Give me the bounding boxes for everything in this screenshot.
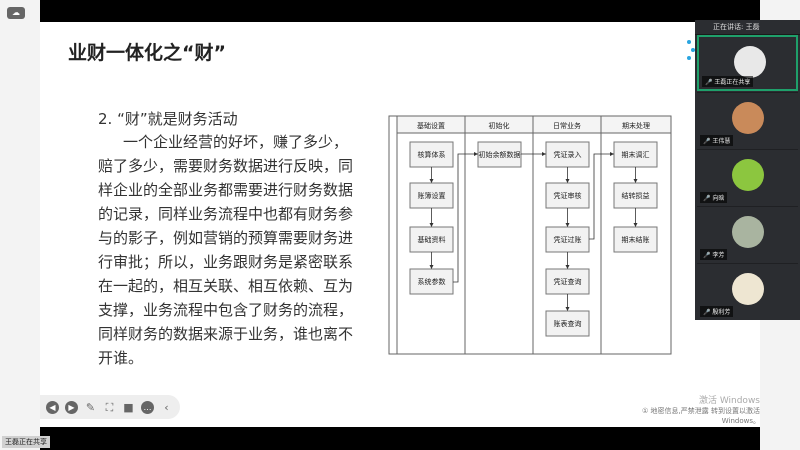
flow-arrow xyxy=(589,153,614,240)
process-box: 期末结账 xyxy=(613,226,658,253)
participant-name: 🎤 李芳 xyxy=(700,249,728,260)
process-label: 账簿设置 xyxy=(418,191,446,200)
participant-name: 🎤 王磊正在共享 xyxy=(702,76,754,87)
participant-name: 🎤 向晗 xyxy=(700,192,728,203)
process-box: 凭证审核 xyxy=(545,182,590,209)
paragraph-line: 的记录，同样业务流程中也都有财务参 xyxy=(98,205,354,223)
slide-subtitle: 2. “财”就是财务活动 xyxy=(98,110,238,128)
process-label: 期末结账 xyxy=(622,235,650,244)
paragraph-line: 赔了多少，需要财务数据进行反映，同 xyxy=(98,157,354,175)
lane-title: 期末处理 xyxy=(622,121,650,130)
process-box: 期末调汇 xyxy=(613,141,658,168)
right-gutter xyxy=(760,320,800,450)
watermark-note: ① 地密信息,严禁泄露 转到设置以激活 Windows。 xyxy=(642,407,760,425)
lane-title: 日常业务 xyxy=(553,121,581,130)
process-label: 结转损益 xyxy=(622,191,650,200)
focus-icon[interactable]: ⛶ xyxy=(105,400,114,414)
windows-watermark: 激活 Windows ① 地密信息,严禁泄露 转到设置以激活 Windows。 xyxy=(640,393,760,426)
process-box: 凭证录入 xyxy=(545,141,590,168)
process-box: 系统参数 xyxy=(409,268,454,295)
process-box: 凭证查询 xyxy=(545,268,590,295)
process-label: 系统参数 xyxy=(418,277,446,286)
process-box: 结转损益 xyxy=(613,182,658,209)
participant-tile[interactable]: 🎤 向晗 xyxy=(697,149,798,205)
participant-tile[interactable]: 🎤 王磊正在共享 xyxy=(697,35,798,91)
flow-arrow xyxy=(453,153,478,283)
paragraph-line: 开谁。 xyxy=(98,349,144,367)
process-label: 期末调汇 xyxy=(622,150,650,159)
process-box: 基础资料 xyxy=(409,226,454,253)
sharing-status: 王磊正在共享 xyxy=(2,436,50,448)
process-label: 账表查询 xyxy=(554,319,582,328)
participant-tile[interactable]: 🎤 王伟慧 xyxy=(697,92,798,148)
paragraph-line: 一个企业经营的好坏，赚了多少， xyxy=(123,133,349,151)
process-box: 核算体系 xyxy=(409,141,454,168)
process-label: 凭证查询 xyxy=(554,277,582,286)
process-label: 核算体系 xyxy=(418,150,446,159)
pen-icon[interactable]: ✎ xyxy=(85,400,96,414)
paragraph-line: 行审批；所以，业务跟财务是紧密联系 xyxy=(98,253,354,271)
participant-tile[interactable]: 🎤 殷利芳 xyxy=(697,263,798,319)
avatar xyxy=(732,216,764,248)
watermark-title: 激活 Windows xyxy=(698,396,760,406)
avatar xyxy=(734,46,766,78)
lane-title: 初始化 xyxy=(489,121,510,130)
next-icon[interactable]: ▶ xyxy=(65,400,78,414)
paragraph-line: 同样财务的数据来源于业务，谁也离不 xyxy=(98,325,354,343)
avatar xyxy=(732,159,764,191)
process-label: 凭证审核 xyxy=(554,191,582,200)
presentation-toolbar: ◀ ▶ ✎ ⛶ ■ … ‹ xyxy=(40,395,180,419)
avatar xyxy=(732,102,764,134)
avatar xyxy=(732,273,764,305)
more-icon[interactable]: … xyxy=(141,400,154,414)
slide-paragraph: 一个企业经营的好坏，赚了多少， 赔了多少，需要财务数据进行反映，同样企业的全部业务… xyxy=(98,130,368,370)
participant-name: 🎤 王伟慧 xyxy=(700,135,734,146)
participant-panel: 正在讲话: 王磊 🎤 王磊正在共享 🎤 王伟慧 🎤 向晗 🎤 李芳 🎤 殷利芳 xyxy=(695,20,800,320)
process-box: 账簿设置 xyxy=(409,182,454,209)
lane-header xyxy=(600,115,672,134)
collapse-icon[interactable]: ‹ xyxy=(164,400,169,414)
participant-tile[interactable]: 🎤 李芳 xyxy=(697,206,798,262)
participant-name: 🎤 殷利芳 xyxy=(700,306,734,317)
process-label: 凭证录入 xyxy=(554,150,582,159)
process-box: 凭证过账 xyxy=(545,226,590,253)
paragraph-line: 样企业的全部业务都需要进行财务数据 xyxy=(98,181,354,199)
top-bar xyxy=(40,0,760,22)
process-box: 初始余额数据 xyxy=(477,141,522,168)
slide-title: 业财一体化之“财” xyxy=(68,42,226,64)
process-box: 账表查询 xyxy=(545,310,590,337)
lane-title: 基础设置 xyxy=(417,121,445,130)
left-gutter: ☁ xyxy=(0,0,40,450)
cloud-icon[interactable]: ☁ xyxy=(7,7,25,19)
process-label: 初始余额数据 xyxy=(479,150,521,159)
process-label: 凭证过账 xyxy=(554,235,582,244)
process-label: 基础资料 xyxy=(418,235,446,244)
camera-icon[interactable]: ■ xyxy=(123,400,134,414)
prev-icon[interactable]: ◀ xyxy=(46,400,59,414)
paragraph-line: 与的影子，例如营销的预算需要财务进 xyxy=(98,229,354,247)
speaking-header: 正在讲话: 王磊 xyxy=(695,20,800,35)
paragraph-line: 支撑，业务流程中包含了财务的流程， xyxy=(98,301,354,319)
paragraph-line: 在一起的，相互关联、相互依赖、互为 xyxy=(98,277,354,295)
bottom-bar xyxy=(40,427,760,450)
